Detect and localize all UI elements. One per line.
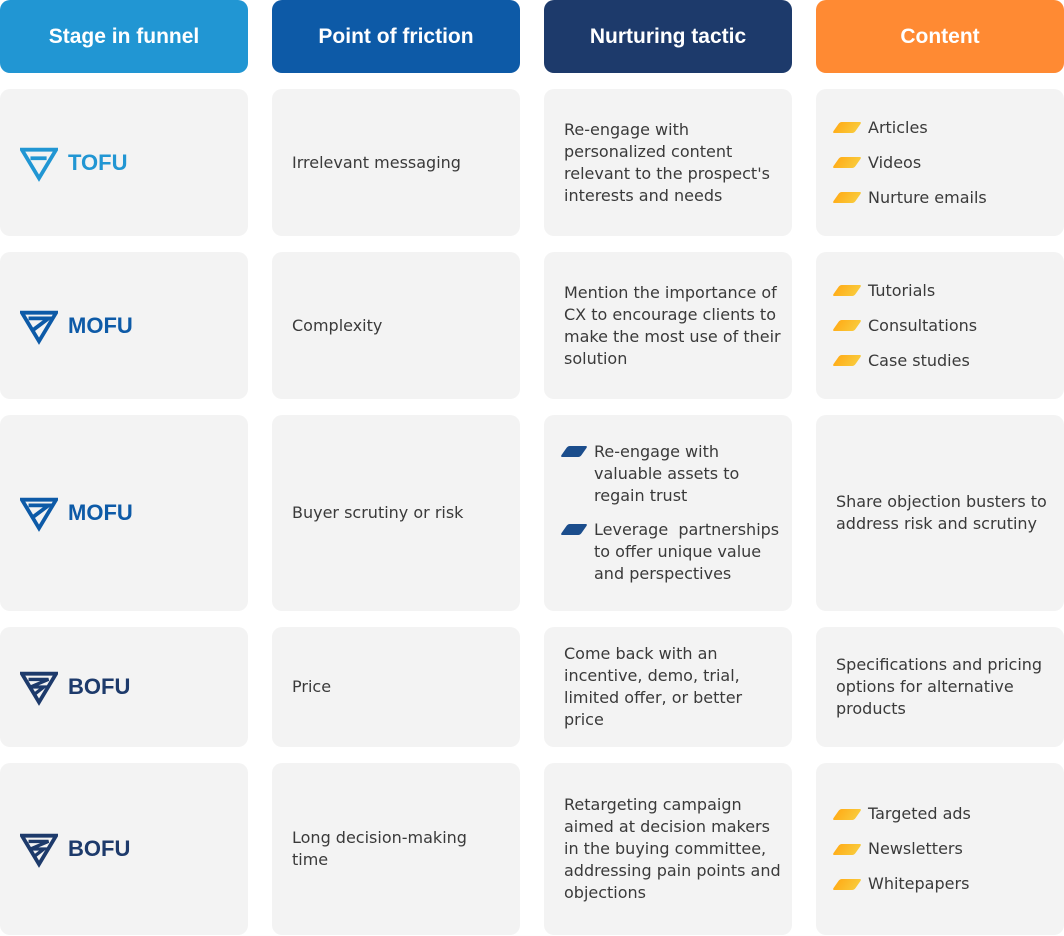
stage-label: BOFU (68, 836, 131, 861)
list-item: Leverage partnerships to offer unique va… (560, 519, 785, 585)
content-cell: Articles Videos Nurture emails (816, 89, 1064, 236)
bullet-icon (832, 192, 862, 203)
stage-cell: MOFU (0, 415, 248, 611)
stage-label: MOFU (68, 312, 133, 338)
list-item: Tutorials (832, 280, 1064, 302)
list-item: Re-engage with valuable assets to regain… (560, 441, 782, 507)
content-item-label: Tutorials (868, 280, 936, 300)
header-content: Content (816, 0, 1064, 73)
stage-label: TOFU (68, 149, 128, 175)
friction-text: Price (292, 677, 332, 696)
bullet-icon (832, 285, 862, 296)
tactic-cell: Re-engage with personalized content rele… (544, 89, 792, 236)
friction-cell: Long decision-making time (272, 763, 520, 935)
tactic-cell: Come back with an incentive, demo, trial… (544, 627, 792, 747)
content-item-label: Newsletters (868, 839, 963, 858)
content-text: Specifications and pricing options for a… (836, 655, 1043, 718)
bullet-icon (832, 878, 862, 890)
bullet-icon (832, 157, 862, 168)
content-item-label: Nurture emails (868, 187, 987, 207)
content-item-label: Videos (868, 152, 922, 172)
tactic-item-label: Leverage partnerships to offer unique va… (594, 520, 785, 583)
bullet-icon (832, 355, 862, 366)
funnel-icon (20, 671, 58, 706)
stage-cell: BOFU (0, 763, 248, 935)
list-item: Videos (832, 152, 1064, 174)
tactic-cell: Retargeting campaign aimed at decision m… (544, 763, 792, 935)
friction-text: Complexity (292, 315, 383, 335)
friction-cell: Irrelevant messaging (272, 89, 520, 236)
tactic-text: Come back with an incentive, demo, trial… (564, 644, 743, 729)
friction-cell: Buyer scrutiny or risk (272, 415, 520, 611)
content-cell: Share objection busters to address risk … (816, 415, 1064, 611)
friction-text: Long decision-making time (292, 828, 467, 869)
content-item-label: Whitepapers (868, 874, 970, 893)
friction-cell: Complexity (272, 252, 520, 399)
stage-cell: TOFU (0, 89, 248, 236)
funnel-icon (20, 310, 58, 345)
content-item-label: Articles (868, 117, 928, 137)
list-item: Whitepapers (832, 873, 1064, 895)
content-cell: Targeted ads Newsletters Whitepapers (816, 763, 1064, 935)
stage-cell: BOFU (0, 627, 248, 747)
tactic-cell: Mention the importance of CX to encourag… (544, 252, 792, 399)
stage-cell: MOFU (0, 252, 248, 399)
funnel-icon (20, 147, 58, 182)
tactic-text: Retargeting campaign aimed at decision m… (564, 795, 781, 902)
content-cell: Tutorials Consultations Case studies (816, 252, 1064, 399)
content-item-label: Consultations (868, 315, 978, 335)
bullet-icon (832, 843, 862, 855)
content-item-label: Case studies (868, 350, 970, 370)
stage-label: MOFU (68, 500, 133, 525)
header-point-of-friction: Point of friction (272, 0, 520, 73)
bullet-icon (832, 320, 862, 331)
tactic-text: Re-engage with personalized content rele… (564, 119, 770, 205)
header-stage-in-funnel: Stage in funnel (0, 0, 248, 73)
list-item: Targeted ads (832, 803, 1064, 825)
bullet-icon (832, 122, 862, 133)
tactic-text: Mention the importance of CX to encourag… (564, 282, 781, 368)
tactic-cell: Re-engage with valuable assets to regain… (544, 415, 792, 611)
list-item: Nurture emails (832, 187, 1064, 209)
friction-text: Irrelevant messaging (292, 152, 461, 172)
stage-label: BOFU (68, 674, 131, 699)
content-cell: Specifications and pricing options for a… (816, 627, 1064, 747)
bullet-icon (560, 524, 588, 535)
content-item-label: Targeted ads (868, 804, 971, 823)
bullet-icon (832, 808, 862, 820)
list-item: Newsletters (832, 838, 1064, 860)
list-item: Case studies (832, 350, 1064, 372)
list-item: Consultations (832, 315, 1064, 337)
bullet-icon (560, 446, 588, 457)
header-nurturing-tactic: Nurturing tactic (544, 0, 792, 73)
friction-text: Buyer scrutiny or risk (292, 503, 464, 522)
funnel-icon (20, 497, 58, 532)
list-item: Articles (832, 117, 1064, 139)
friction-cell: Price (272, 627, 520, 747)
funnel-icon (20, 833, 58, 868)
content-text: Share objection busters to address risk … (836, 492, 1047, 533)
tactic-item-label: Re-engage with valuable assets to regain… (594, 442, 740, 505)
